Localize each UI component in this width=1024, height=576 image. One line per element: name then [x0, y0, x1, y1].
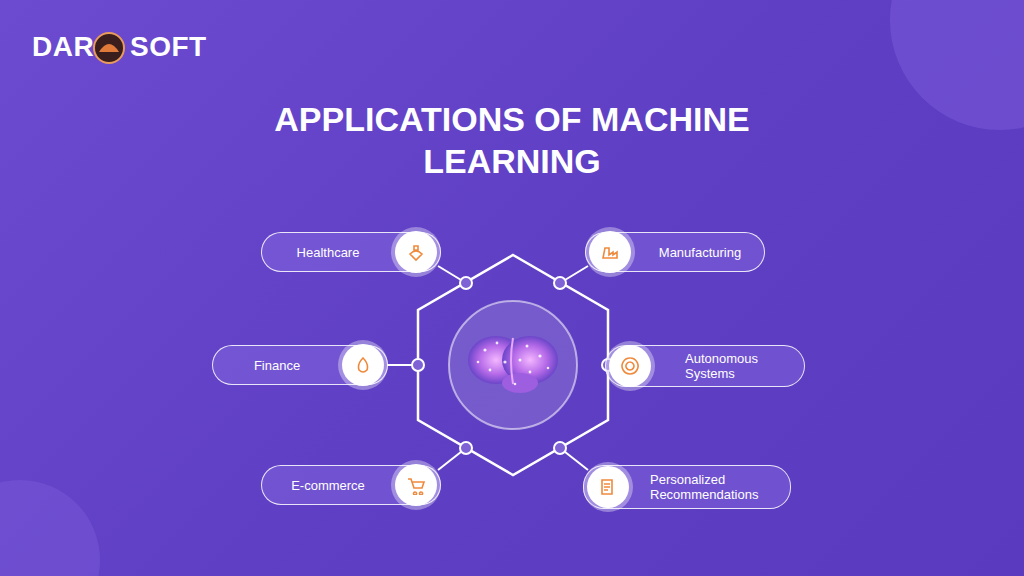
icon-glyph: [406, 475, 426, 495]
pill-label: Personalized Recommendations: [650, 472, 774, 502]
application-pill: Personalized Recommendations: [583, 465, 791, 509]
pill-icon: [395, 464, 437, 506]
application-pill: E-commerce: [261, 465, 441, 505]
pill-label: Autonomous Systems: [685, 351, 775, 381]
diagram-title: APPLICATIONS OF MACHINE LEARNING: [222, 98, 802, 182]
pill-label: Manufacturing: [659, 245, 741, 260]
logo-text: SOFT: [130, 31, 207, 63]
pill-icon: [342, 344, 384, 386]
logo-mark: [94, 33, 124, 63]
pill-label: Healthcare: [297, 245, 360, 260]
icon-glyph: [406, 242, 426, 262]
application-pill: Autonomous Systems: [605, 345, 805, 387]
logo-text: DAR: [32, 31, 94, 63]
pill-icon: [395, 231, 437, 273]
pill-label: E-commerce: [291, 478, 365, 493]
icon-glyph: [600, 242, 620, 262]
pill-label: Finance: [254, 358, 300, 373]
icon-glyph: [353, 355, 373, 375]
pill-icon: [589, 231, 631, 273]
corner-circle: [890, 0, 1024, 130]
icon-glyph: [598, 477, 618, 497]
brain-circle: [449, 301, 577, 429]
pill-icon: [587, 466, 629, 508]
hex-dots: [412, 277, 614, 454]
corner-circle: [0, 480, 100, 576]
application-pill: Healthcare: [261, 232, 441, 272]
hexagon: [418, 255, 608, 475]
application-pill: Manufacturing: [585, 232, 765, 272]
brain-illustration: [468, 336, 558, 393]
application-pill: Finance: [212, 345, 388, 385]
icon-glyph: [620, 356, 640, 376]
pill-icon: [609, 345, 651, 387]
